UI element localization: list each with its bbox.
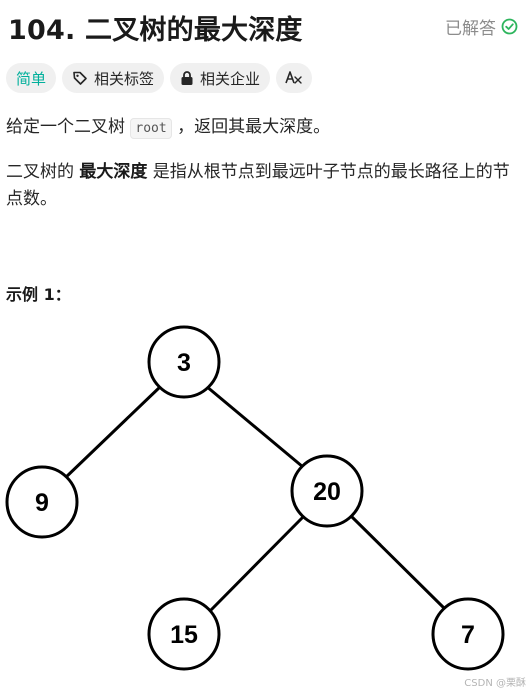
related-companies-button[interactable]: 相关企业 xyxy=(170,63,271,93)
tree-node-label: 20 xyxy=(313,478,341,506)
tree-node-label: 9 xyxy=(35,489,49,517)
tree-node: 15 xyxy=(147,597,221,671)
difficulty-badge[interactable]: 简单 xyxy=(6,63,57,93)
code-root: root xyxy=(130,118,172,139)
tree-node: 3 xyxy=(147,325,221,399)
lock-icon xyxy=(180,70,194,86)
tree-node-label: 15 xyxy=(170,621,198,649)
description-text: 给定一个二叉树 xyxy=(6,117,131,137)
difficulty-label: 简单 xyxy=(16,69,47,88)
tree-edge xyxy=(209,513,307,612)
description-text: 是指从根节点到最远叶子节点的最长路径上的节点数。 xyxy=(6,162,510,209)
tree-node: 20 xyxy=(290,454,364,528)
binary-tree-diagram: 3 9 20 15 7 xyxy=(5,325,505,671)
tree-node: 7 xyxy=(431,597,505,671)
tree-edge xyxy=(205,384,304,469)
description-line-1: 给定一个二叉树 root ，返回其最大深度。 xyxy=(6,114,330,142)
description-line-2: 二叉树的 最大深度 是指从根节点到最远叶子节点的最长路径上的节点数。 xyxy=(6,159,516,213)
solved-label: 已解答 xyxy=(445,19,496,39)
related-companies-label: 相关企业 xyxy=(200,69,261,88)
watermark: CSDN @栗酥 xyxy=(464,678,526,689)
description-text: ，返回其最大深度。 xyxy=(171,117,331,137)
tag-bar: 简单 相关标签 相关企业 xyxy=(6,63,313,93)
tree-node: 9 xyxy=(5,465,79,539)
tag-icon xyxy=(72,70,88,86)
description-text: 二叉树的 xyxy=(6,162,80,182)
max-depth-term: 最大深度 xyxy=(79,162,148,182)
example-title: 示例 1： xyxy=(6,285,71,304)
tree-node-label: 3 xyxy=(177,349,191,377)
related-tags-label: 相关标签 xyxy=(94,69,155,88)
translate-button[interactable] xyxy=(276,63,313,93)
tree-edge xyxy=(62,384,163,481)
check-circle-icon xyxy=(501,18,518,35)
related-tags-button[interactable]: 相关标签 xyxy=(62,63,165,93)
page-title: 104. 二叉树的最大深度 xyxy=(8,15,303,46)
tree-edge xyxy=(348,513,448,612)
translate-icon xyxy=(285,70,303,86)
solved-status: 已解答 xyxy=(445,14,518,39)
tree-node-label: 7 xyxy=(461,621,475,649)
